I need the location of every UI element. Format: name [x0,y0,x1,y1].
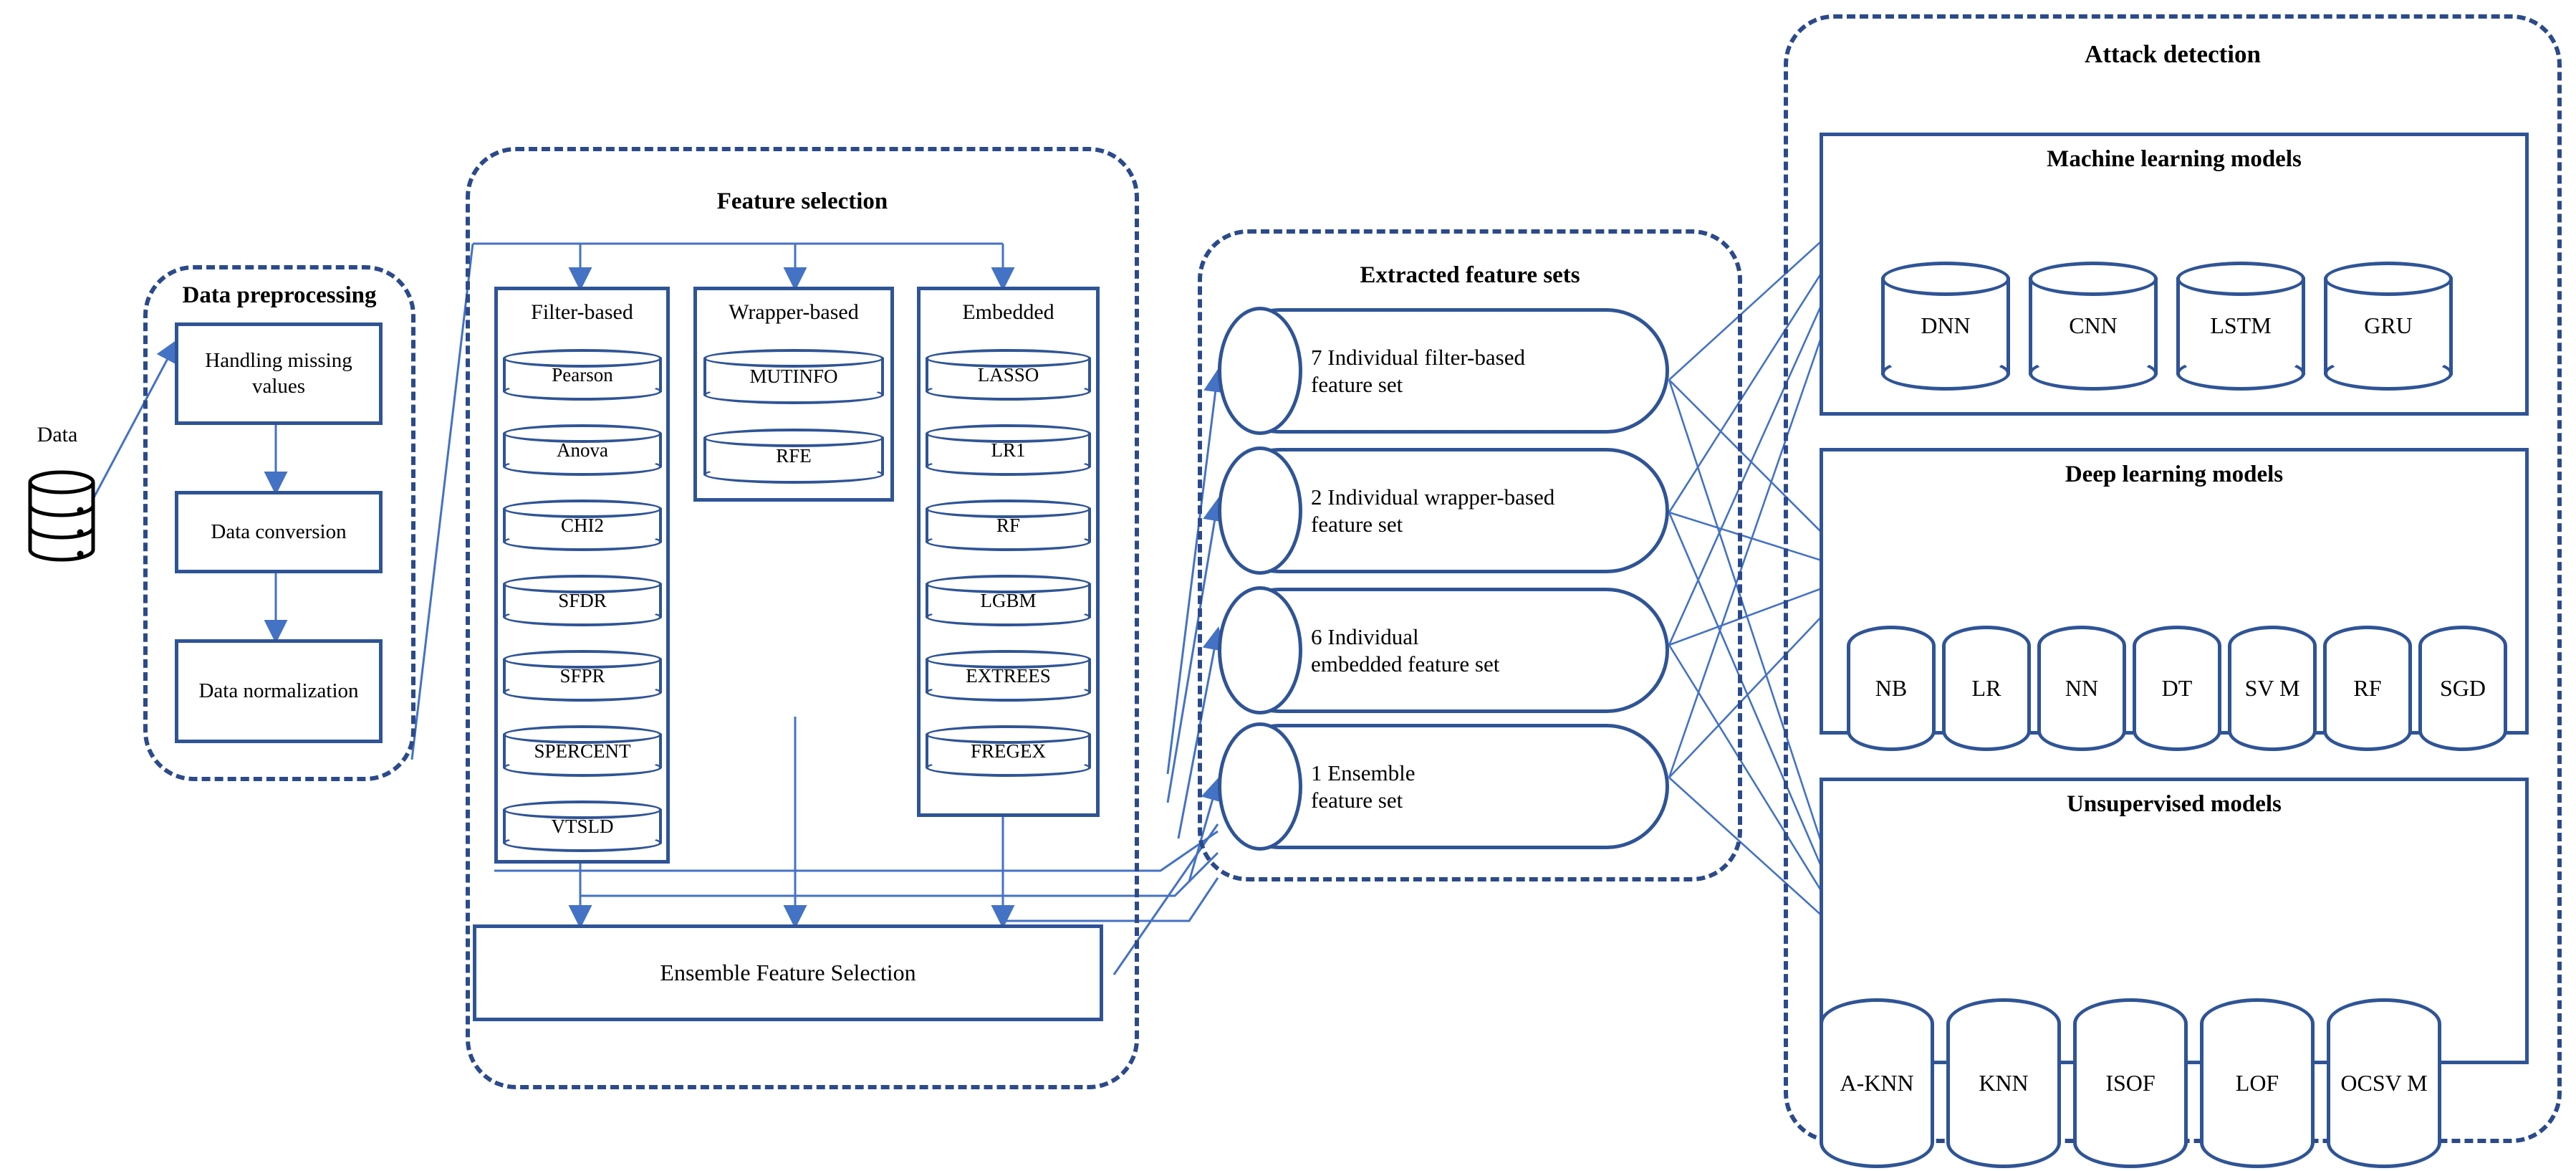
group-extracted-feature-sets: Extracted feature sets [1198,229,1742,881]
model-gru[interactable]: GRU [2324,262,2453,391]
model-ocsvm[interactable]: OCSV M [2327,998,2441,1168]
panel-title-unsupervised-models: Unsupervised models [2067,791,2282,817]
panel-title-filter-based: Filter-based [531,300,633,324]
method-fregex[interactable]: FREGEX [926,725,1091,777]
method-label: RFE [776,445,812,467]
model-label: OCSV M [2340,1069,2428,1096]
step-label: Handling missing values [205,349,352,398]
step-label: Data conversion [211,520,347,543]
feature-set-embedded[interactable]: 6 Individual embedded feature set [1218,586,1669,714]
feature-set-line1: 2 Individual wrapper-based [1311,484,1555,510]
method-label: RF [996,514,1021,536]
panel-title-deep-learning-models: Deep learning models [2065,462,2284,487]
model-a-knn[interactable]: A-KNN [1820,998,1934,1168]
model-label: SV M [2244,674,2300,701]
ensemble-label: Ensemble Feature Selection [660,959,916,985]
model-sgd[interactable]: SGD [2418,626,2507,751]
method-label: VTSLD [551,815,614,837]
feature-set-ensemble[interactable]: 1 Ensemble feature set [1218,722,1669,851]
method-extrees[interactable]: EXTREES [926,650,1091,702]
model-dt[interactable]: DT [2133,626,2221,751]
method-sfdr[interactable]: SFDR [503,575,662,626]
model-label: LR [1971,674,2001,701]
model-lstm[interactable]: LSTM [2176,262,2305,391]
step-data-normalization[interactable]: Data normalization [175,639,383,743]
model-label: ISOF [2105,1069,2156,1096]
method-label: SFPR [559,664,605,687]
group-feature-selection: Feature selection [466,147,1139,1089]
group-title-extracted-feature-sets: Extracted feature sets [1360,262,1580,288]
feature-set-filter-based[interactable]: 7 Individual filter-based feature set [1218,307,1669,435]
data-source-label: Data [37,423,78,446]
step-handling-missing-values[interactable]: Handling missing values [175,322,383,425]
group-title-feature-selection: Feature selection [716,188,888,214]
method-rfe[interactable]: RFE [703,429,884,484]
method-pearson[interactable]: Pearson [503,349,662,401]
model-dnn[interactable]: DNN [1881,262,2010,391]
method-anova[interactable]: Anova [503,424,662,476]
model-label: LOF [2235,1069,2279,1096]
model-label: GRU [2364,312,2413,339]
group-data-preprocessing: Data preprocessing [143,265,415,781]
method-label: LR1 [991,439,1026,461]
method-label: LASSO [977,363,1039,386]
method-label: CHI2 [561,514,604,536]
panel-title-wrapper-based: Wrapper-based [729,300,859,324]
model-knn[interactable]: KNN [1946,998,2061,1168]
method-label: SFDR [558,589,607,611]
model-label: CNN [2069,312,2118,339]
model-label: NB [1875,674,1908,701]
method-lgbm[interactable]: LGBM [926,575,1091,626]
feature-set-line2: feature set [1311,371,1403,397]
model-label: NN [2065,674,2099,701]
method-lr1[interactable]: LR1 [926,424,1091,476]
model-label: KNN [1979,1069,2029,1096]
model-label: RF [2353,674,2382,701]
model-cnn[interactable]: CNN [2029,262,2158,391]
method-chi2[interactable]: CHI2 [503,500,662,551]
ensemble-feature-selection-box[interactable]: Ensemble Feature Selection [473,924,1103,1021]
panel-title-machine-learning-models: Machine learning models [2047,146,2302,172]
method-label: Pearson [552,363,613,386]
method-sfpr[interactable]: SFPR [503,650,662,702]
method-spercent[interactable]: SPERCENT [503,725,662,777]
model-svm[interactable]: SV M [2228,626,2317,751]
method-label: EXTREES [966,664,1051,687]
method-vtsld[interactable]: VTSLD [503,800,662,852]
model-nn[interactable]: NN [2037,626,2126,751]
step-data-conversion[interactable]: Data conversion [175,491,383,573]
feature-set-line2: feature set [1311,511,1403,537]
step-label: Data normalization [198,679,359,702]
model-label: SGD [2439,674,2486,701]
feature-set-wrapper-based[interactable]: 2 Individual wrapper-based feature set [1218,446,1669,575]
model-nb[interactable]: NB [1847,626,1936,751]
method-label: FREGEX [970,740,1046,762]
method-label: SPERCENT [534,740,631,762]
feature-set-line2: embedded feature set [1311,651,1500,677]
method-rf[interactable]: RF [926,500,1091,551]
group-title-attack-detection: Attack detection [2085,40,2261,68]
method-label: LGBM [980,589,1037,611]
panel-title-embedded: Embedded [962,300,1054,324]
group-title-data-preprocessing: Data preprocessing [182,282,377,308]
method-label: Anova [557,439,608,461]
database-icon [24,469,99,563]
method-lasso[interactable]: LASSO [926,349,1091,401]
method-label: MUTINFO [749,365,838,387]
method-mutinfo[interactable]: MUTINFO [703,349,884,404]
feature-set-line1: 7 Individual filter-based [1311,344,1525,370]
model-label: LSTM [2210,312,2272,339]
model-label: DT [2161,674,2193,701]
model-lof[interactable]: LOF [2200,998,2315,1168]
feature-set-line1: 6 Individual [1311,623,1419,649]
feature-set-line2: feature set [1311,787,1403,813]
model-label: A-KNN [1840,1069,1914,1096]
model-label: DNN [1921,312,1971,339]
feature-set-line1: 1 Ensemble [1311,760,1416,785]
model-lr[interactable]: LR [1942,626,2031,751]
model-rf[interactable]: RF [2323,626,2412,751]
model-isof[interactable]: ISOF [2073,998,2188,1168]
